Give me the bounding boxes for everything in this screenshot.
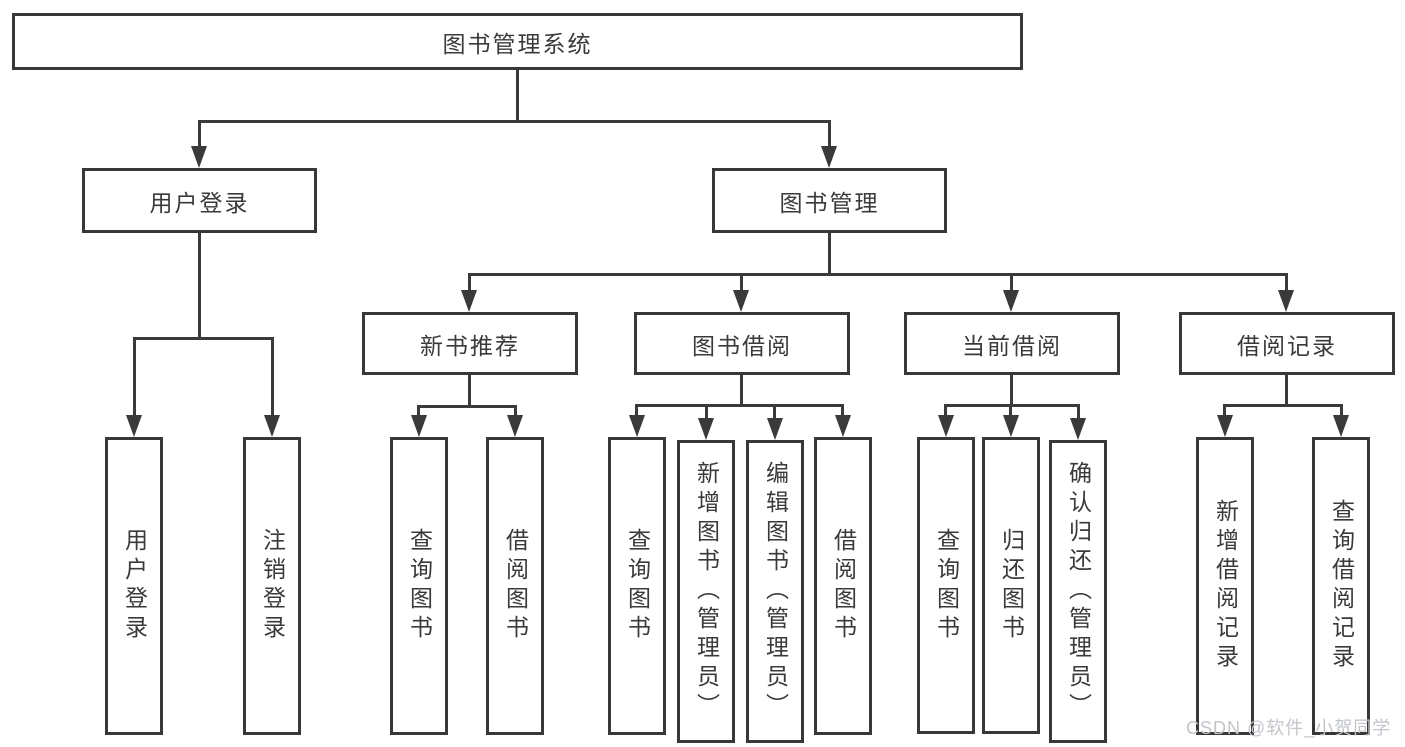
connector-line	[705, 404, 708, 419]
connector-line	[133, 337, 136, 415]
connector-line	[417, 405, 420, 417]
leaf-confirm-return-admin: 确认归还（管理员）	[1049, 440, 1107, 743]
connector-line	[198, 120, 831, 123]
connector-line	[1010, 375, 1013, 404]
node-book-borrowing: 图书借阅	[634, 312, 850, 375]
arrow-down-icon	[461, 290, 477, 312]
node-current-borrowing: 当前借阅	[904, 312, 1120, 375]
connector-line	[271, 337, 274, 415]
connector-line	[468, 273, 471, 290]
connector-line	[635, 404, 844, 407]
leaf-add-borrow-record: 新增借阅记录	[1196, 437, 1254, 735]
connector-line	[468, 375, 471, 405]
leaf-query-books-current: 查询图书	[917, 437, 975, 734]
connector-line	[740, 273, 743, 290]
arrow-down-icon	[1003, 415, 1019, 437]
arrow-down-icon	[411, 415, 427, 437]
arrow-down-icon	[191, 146, 207, 168]
connector-line	[417, 405, 517, 408]
arrow-down-icon	[733, 290, 749, 312]
connector-line	[198, 233, 201, 337]
node-book-management-system: 图书管理系统	[12, 13, 1023, 70]
arrow-down-icon	[821, 146, 837, 168]
leaf-borrow-books-recommend: 借阅图书	[486, 437, 544, 735]
connector-line	[1285, 273, 1288, 290]
arrow-down-icon	[1278, 290, 1294, 312]
connector-line	[841, 404, 844, 416]
leaf-return-books: 归还图书	[982, 437, 1040, 734]
node-user-login: 用户登录	[82, 168, 317, 233]
connector-line	[516, 70, 519, 120]
watermark: CSDN @软件_小贺同学	[1186, 718, 1392, 738]
leaf-borrow-books-borrow: 借阅图书	[814, 437, 872, 735]
node-borrowing-records: 借阅记录	[1179, 312, 1395, 375]
arrow-down-icon	[767, 418, 783, 440]
arrow-down-icon	[1333, 415, 1349, 437]
node-new-book-recommendation: 新书推荐	[362, 312, 578, 375]
connector-line	[1340, 404, 1343, 416]
connector-line	[635, 404, 638, 416]
leaf-query-books-recommend: 查询图书	[390, 437, 448, 735]
connector-line	[198, 120, 201, 148]
connector-line	[514, 405, 517, 417]
arrow-down-icon	[1070, 418, 1086, 440]
connector-line	[1009, 404, 1012, 416]
connector-line	[828, 233, 831, 273]
arrow-down-icon	[126, 415, 142, 437]
arrow-down-icon	[629, 415, 645, 437]
connector-line	[944, 404, 947, 416]
arrow-down-icon	[264, 415, 280, 437]
connector-line	[468, 273, 1287, 276]
leaf-user-login: 用户登录	[105, 437, 163, 735]
leaf-logout: 注销登录	[243, 437, 301, 735]
arrow-down-icon	[507, 415, 523, 437]
arrow-down-icon	[1003, 290, 1019, 312]
arrow-down-icon	[938, 415, 954, 437]
leaf-query-books-borrow: 查询图书	[608, 437, 666, 735]
connector-line	[1010, 273, 1013, 290]
node-book-management: 图书管理	[712, 168, 947, 233]
arrow-down-icon	[835, 415, 851, 437]
connector-line	[828, 120, 831, 148]
leaf-query-borrow-record: 查询借阅记录	[1312, 437, 1370, 735]
connector-line	[1077, 404, 1080, 419]
arrow-down-icon	[698, 418, 714, 440]
connector-line	[1223, 404, 1343, 407]
leaf-add-books-admin: 新增图书（管理员）	[677, 440, 735, 743]
leaf-edit-books-admin: 编辑图书（管理员）	[746, 440, 804, 743]
connector-line	[944, 404, 1080, 407]
connector-line	[740, 375, 743, 404]
connector-line	[1285, 375, 1288, 404]
connector-line	[773, 404, 776, 419]
arrow-down-icon	[1217, 415, 1233, 437]
connector-line	[133, 337, 274, 340]
connector-line	[1223, 404, 1226, 416]
